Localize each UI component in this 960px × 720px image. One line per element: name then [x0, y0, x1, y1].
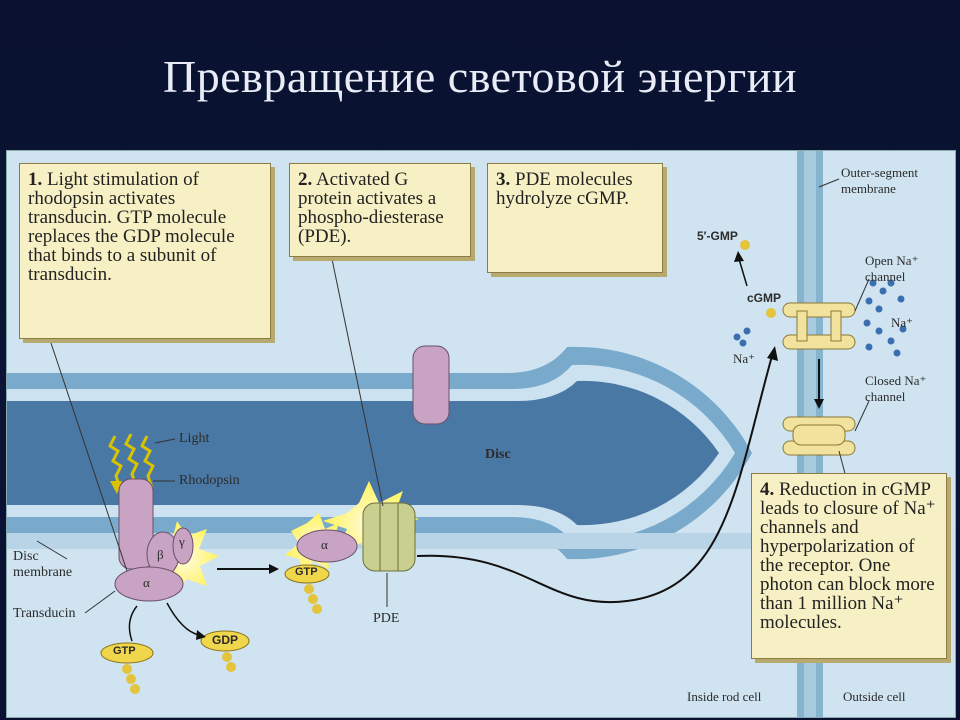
- cgmp-label: cGMP: [747, 291, 782, 305]
- step-2-text: Activated G protein activates a phospho-…: [298, 169, 444, 247]
- na-label-right: Na⁺: [891, 315, 914, 330]
- step-1-text: Light stimulation of rhodopsin activates…: [28, 169, 235, 285]
- outside-cell-label: Outside cell: [843, 689, 906, 704]
- transducin-alpha: [114, 566, 184, 602]
- gtp-label-bottom: GTP: [113, 645, 136, 657]
- gdp-label: GDP: [212, 633, 239, 647]
- light-rays: [108, 433, 155, 489]
- closed-na-channel: [782, 416, 856, 456]
- inactive-rhodopsin: [412, 345, 450, 425]
- na-label-left: Na⁺: [733, 351, 756, 366]
- beta-label: β: [157, 547, 164, 562]
- inside-rod-cell-label: Inside rod cell: [687, 689, 762, 704]
- rhodopsin-label: Rhodopsin: [179, 473, 240, 488]
- pde-label: PDE: [373, 611, 400, 626]
- gtp-label-active: GTP: [295, 566, 318, 578]
- gamma-label: γ: [179, 534, 185, 549]
- step-4-number: 4.: [760, 479, 775, 500]
- step-4-box: 4. Reduction in cGMP leads to closure of…: [751, 473, 947, 659]
- open-na-channel: [782, 302, 856, 350]
- gtp-molecule-bottom: [100, 642, 154, 694]
- step-3-text: PDE molecules hydrolyze cGMP.: [496, 169, 633, 209]
- phototransduction-figure: 1. Light stimulation of rhodopsin activa…: [6, 150, 956, 718]
- activated-alpha: [296, 529, 358, 563]
- closed-na-channel-label: Closed Na⁺ channel: [865, 373, 927, 404]
- disc-membrane-label: Disc membrane: [13, 549, 73, 580]
- gdp-molecule: [200, 630, 250, 672]
- outer-segment-membrane-label: Outer-segment membrane: [841, 165, 918, 196]
- pde: [362, 502, 416, 572]
- step-3-number: 3.: [496, 169, 511, 190]
- diagram-graphics: [7, 151, 907, 717]
- light-label: Light: [179, 431, 210, 446]
- step-1-box: 1. Light stimulation of rhodopsin activa…: [19, 163, 271, 339]
- step-2-box: 2. Activated G protein activates a phosp…: [289, 163, 471, 257]
- gmp5-label: 5′-GMP: [697, 229, 738, 243]
- step-1-number: 1.: [28, 169, 43, 190]
- step-4-text: Reduction in cGMP leads to closure of Na…: [760, 479, 936, 633]
- transducin-label: Transducin: [13, 606, 76, 621]
- open-na-channel-label: Open Na⁺ channel: [865, 253, 919, 284]
- slide-title: Превращение световой энергии: [163, 51, 797, 102]
- step-3-box: 3. PDE molecules hydrolyze cGMP.: [487, 163, 663, 273]
- step-2-number: 2.: [298, 169, 313, 190]
- disc-inner: [7, 380, 719, 526]
- alpha-label: α: [143, 575, 150, 590]
- active-alpha-label: α: [321, 537, 328, 552]
- disc-label: Disc: [485, 447, 511, 462]
- transducin-gamma: [172, 527, 194, 565]
- na-ions: [733, 279, 907, 357]
- gtp-molecule-active: [284, 564, 330, 614]
